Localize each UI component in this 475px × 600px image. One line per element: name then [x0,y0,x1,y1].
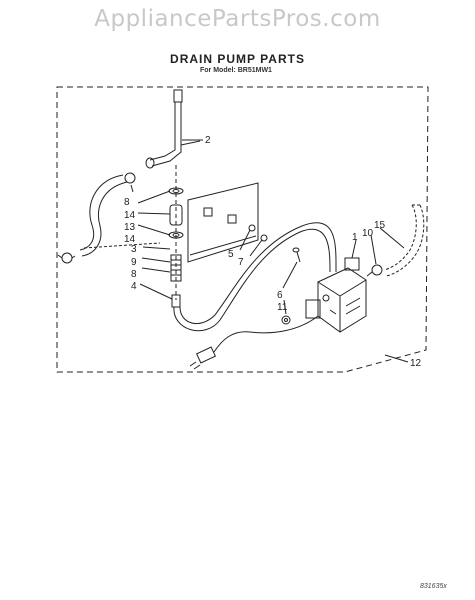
leader-lines [137,139,409,363]
callout-14-lower: 14 [124,234,136,245]
callout-11: 11 [277,302,288,313]
diagram-title: DRAIN PUMP PARTS [170,52,305,66]
callout-8-lower: 8 [131,269,137,280]
part-10-clamp[interactable] [366,264,383,277]
pump-hose[interactable] [173,222,337,332]
callout-8-upper: 8 [124,197,130,208]
callout-3: 3 [131,244,137,255]
part-15-outlet-hose[interactable] [383,204,425,277]
callout-10: 10 [362,228,374,239]
part-13-coupler[interactable] [169,204,183,226]
part-5-screw[interactable] [248,224,256,232]
part-7-washer[interactable] [260,234,268,242]
callout-6: 6 [277,290,283,301]
part-2-drain-tube[interactable] [145,89,201,169]
part-8-clamp-lower[interactable] [57,252,76,264]
model-subtitle: For Model: BR51MW1 [200,67,272,74]
part-3-hose[interactable] [79,174,161,257]
callout-2: 2 [205,135,211,146]
callout-1: 1 [352,232,358,243]
callout-15: 15 [374,220,386,231]
callout-4: 4 [131,281,137,292]
callout-labels: 2 8 14 13 14 3 9 8 4 5 7 6 11 1 10 15 12 [124,135,422,369]
callout-14-upper: 14 [124,210,136,221]
site-watermark: AppliancePartsPros.com [94,6,381,32]
callout-9: 9 [131,257,137,268]
part-6-screw[interactable] [292,247,301,263]
callout-5: 5 [228,249,234,260]
part-4-tube[interactable] [171,294,181,308]
mounting-panel [187,182,259,263]
pump-power-cord[interactable] [189,315,319,370]
callout-12: 12 [410,358,422,369]
callout-13: 13 [124,222,136,233]
document-code: 831635x [420,583,447,590]
callout-7: 7 [238,257,244,268]
assembly-boundary [56,86,429,373]
part-9-fitting[interactable] [170,254,182,282]
part-11-grommet[interactable] [281,315,291,325]
part-8-clamp-upper[interactable] [124,172,136,193]
